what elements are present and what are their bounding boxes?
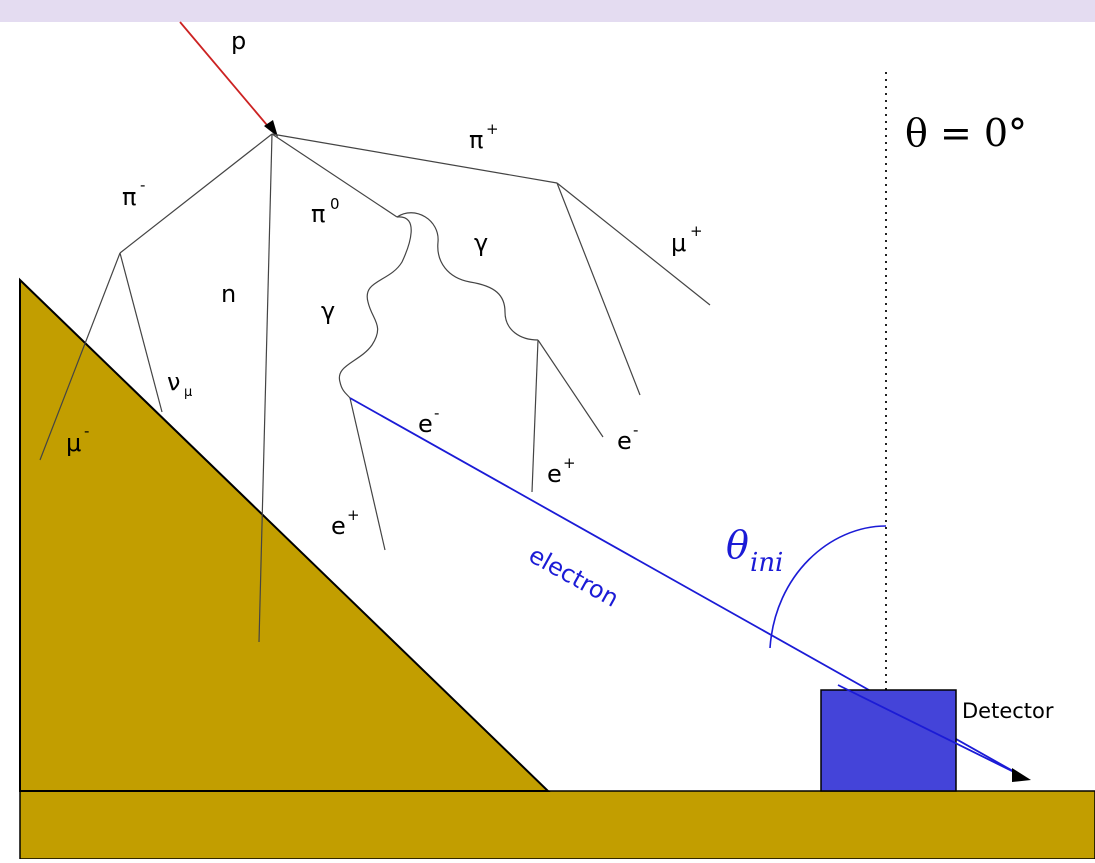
- label-e-plus-lower: e: [331, 512, 346, 540]
- label-theta-ini-sub: ini: [750, 548, 783, 578]
- label-e-minus-center-charge: -: [434, 404, 439, 422]
- ground-floor: [19, 790, 1095, 860]
- label-pi-minus: π: [122, 183, 136, 211]
- pi-plus-product-track: [556, 182, 641, 396]
- mu-plus-track: [556, 182, 711, 306]
- label-mu-minus-charge: -: [84, 422, 89, 440]
- label-e-plus-center-charge: +: [563, 454, 576, 472]
- theta-ini-arc: [769, 525, 887, 649]
- detector-box: [820, 689, 957, 792]
- label-gamma-left: γ: [321, 297, 335, 325]
- label-theta-zero: θ = 0°: [905, 111, 1027, 155]
- gamma-right-wave: [396, 212, 539, 341]
- label-neutrino-sub: μ: [184, 385, 192, 400]
- e-minus-right-track: [537, 339, 604, 438]
- ground-slope: [19, 277, 551, 792]
- header-band: [0, 0, 1095, 22]
- e-plus-center-track: [531, 339, 539, 493]
- label-e-minus-right-charge: -: [633, 421, 638, 439]
- label-pi-zero-charge: 0: [330, 195, 340, 213]
- pi-minus-track: [119, 133, 273, 254]
- proton-arrowhead: [264, 120, 278, 137]
- gamma-left-wave: [338, 216, 412, 399]
- electron-track-over-detector: [837, 684, 1021, 776]
- electron-arrowhead: [1012, 768, 1031, 782]
- label-detector: Detector: [962, 699, 1054, 723]
- e-plus-lower-track: [349, 397, 386, 551]
- label-e-plus-lower-charge: +: [347, 506, 360, 524]
- label-pi-zero: π: [311, 200, 325, 228]
- pi-zero-track: [271, 133, 398, 218]
- label-e-plus-center: e: [547, 460, 562, 488]
- label-mu-plus: μ: [671, 229, 686, 257]
- label-gamma-right: γ: [474, 229, 488, 257]
- label-pi-plus: π: [469, 126, 483, 154]
- label-e-minus-right: e: [617, 427, 632, 455]
- label-proton: p: [231, 27, 246, 55]
- label-pi-minus-charge: -: [140, 176, 145, 194]
- label-mu-minus: μ: [66, 429, 81, 457]
- neutron-track: [258, 133, 273, 643]
- label-neutron: n: [221, 280, 236, 308]
- label-pi-plus-charge: +: [486, 120, 499, 138]
- label-neutrino: ν: [167, 368, 180, 396]
- label-mu-plus-charge: +: [690, 222, 703, 240]
- label-theta-ini: θ: [726, 523, 749, 567]
- pi-plus-track: [271, 133, 558, 184]
- neutrino-track: [119, 252, 163, 413]
- mu-minus-track: [39, 252, 121, 461]
- label-electron: electron: [524, 541, 623, 613]
- label-e-minus-center: e: [418, 410, 433, 438]
- proton-track: [179, 21, 273, 132]
